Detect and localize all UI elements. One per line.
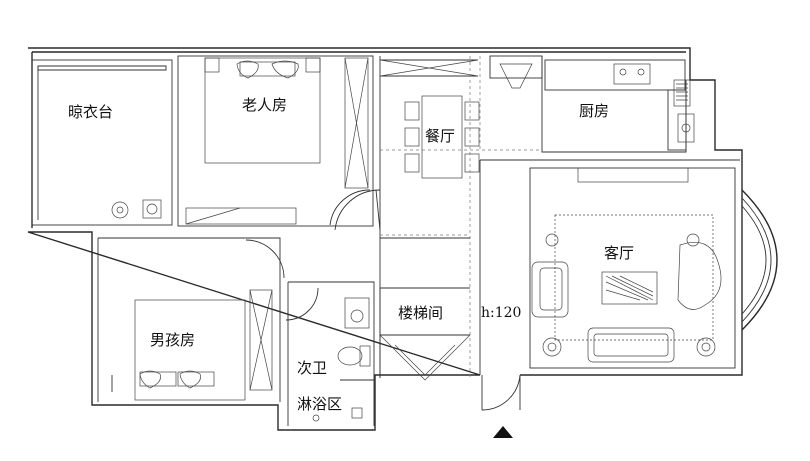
kitchen (489, 55, 695, 153)
dining-room (379, 56, 540, 380)
corner-sink-icon (499, 63, 533, 89)
bed-boys (134, 299, 246, 401)
label-stairwell: 楼梯间 (398, 304, 443, 322)
basin-icon (344, 297, 370, 329)
fridge-icon (673, 79, 691, 107)
label-elderly-bedroom: 老人房 (242, 96, 287, 114)
lamp-right (696, 337, 716, 357)
sofa (587, 327, 675, 363)
label-stair-height: h:120 (481, 305, 521, 321)
label-boys-bedroom: 男孩房 (150, 331, 195, 349)
elderly-bedroom (177, 55, 374, 227)
drying-balcony (31, 59, 173, 226)
bay-window (741, 189, 778, 331)
room-labels: 晾衣台 老人房 餐厅 厨房 客厅 男孩房 楼梯间 h:120 次卫 淋浴区 (68, 96, 634, 413)
toilet-icon (337, 346, 363, 366)
entrance-arrow-icon (493, 426, 513, 438)
dining-table (421, 95, 463, 179)
secondary-bath (285, 281, 375, 426)
wardrobe (344, 57, 369, 189)
label-drying-balcony: 晾衣台 (68, 103, 113, 121)
lamp-left (542, 337, 562, 357)
label-living-room: 客厅 (604, 244, 634, 262)
armchair-right (677, 241, 722, 310)
armchair-left (531, 261, 569, 318)
sink-icon (142, 199, 162, 219)
coffee-table (601, 271, 658, 305)
bed (204, 57, 321, 164)
boys-bedroom (97, 237, 285, 402)
label-dining-room: 餐厅 (425, 127, 455, 145)
desk (185, 207, 297, 225)
stairwell (334, 189, 471, 381)
label-secondary-bath: 次卫 (297, 359, 327, 377)
shower-icon (351, 407, 363, 419)
wardrobe-boys (249, 289, 273, 391)
label-kitchen: 厨房 (579, 102, 609, 120)
washer-icon (111, 201, 129, 219)
cooktop-icon (613, 63, 651, 85)
entrance (481, 374, 521, 438)
rug (554, 214, 714, 341)
label-shower-area: 淋浴区 (297, 395, 342, 413)
living-room (479, 159, 740, 375)
